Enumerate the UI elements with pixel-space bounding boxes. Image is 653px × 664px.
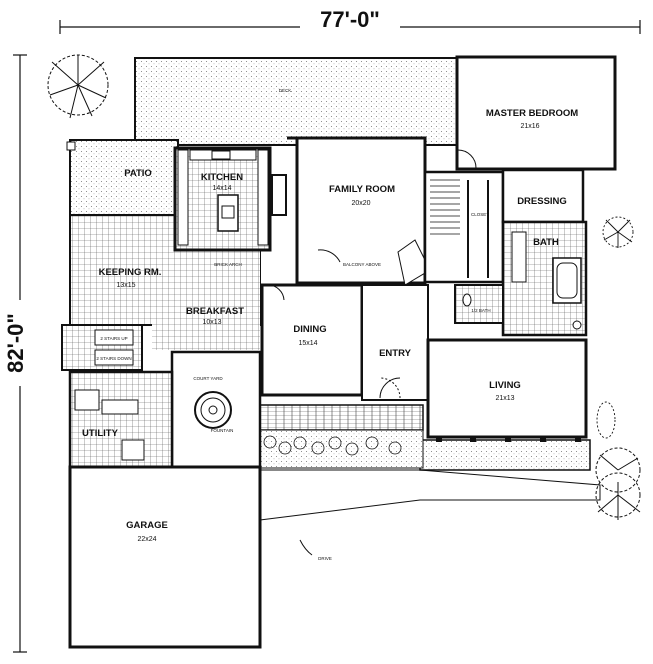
keeping-room-label: KEEPING RM.: [99, 267, 162, 278]
patio-label: PATIO: [124, 168, 152, 179]
dining-room: [260, 283, 364, 397]
court-yard: [170, 350, 262, 469]
stairs-up-label: 2 STAIRS UP: [100, 336, 127, 341]
garage-size: 22x24: [137, 536, 156, 543]
living-size: 21x13: [495, 395, 514, 402]
breakfast-area: [152, 250, 260, 350]
kitchen-island: [217, 194, 239, 232]
drive-label: DRIVE: [318, 556, 332, 561]
patio-area: [69, 139, 179, 219]
utility-label: UTILITY: [82, 428, 119, 439]
shrub-icon: [263, 435, 402, 456]
entry-label: ENTRY: [379, 348, 412, 359]
shrub-icon: [596, 401, 616, 439]
entry-hall: [361, 284, 429, 401]
tree-icon: [47, 54, 109, 119]
deck-label: DECK: [279, 88, 292, 93]
fountain-label: FOUNTAIN: [211, 428, 234, 433]
living-room: [426, 338, 588, 439]
master-bedroom-label: MASTER BEDROOM: [486, 108, 578, 119]
half-bath: [454, 284, 504, 324]
dressing-label: DRESSING: [517, 196, 567, 207]
bath-label: BATH: [533, 237, 559, 248]
driveway: [259, 469, 601, 521]
half-bath-label: 1/2 BATH: [471, 308, 490, 313]
deck-area: [134, 57, 458, 146]
kitchen-size: 14x14: [212, 185, 231, 192]
breakfast-size: 10x13: [202, 319, 221, 326]
depth-dimension: 82'-0": [3, 313, 28, 373]
breakfast-label: BREAKFAST: [186, 306, 244, 317]
dressing-room: [501, 168, 585, 224]
garage: [68, 465, 262, 649]
family-room-label: FAMILY ROOM: [329, 184, 395, 195]
brick-arch-label: BRICK ARCH: [214, 262, 242, 267]
fountain-icon: [194, 391, 232, 429]
dining-label: DINING: [293, 324, 326, 335]
shrub-icon: [602, 216, 634, 248]
keeping-room-size: 13x15: [116, 282, 135, 289]
stair-treads: [430, 179, 460, 235]
garage-label: GARAGE: [126, 520, 168, 531]
tree-icon: [595, 447, 641, 520]
closet-label: CLOSET: [471, 212, 489, 217]
width-dimension: 77'-0": [320, 7, 380, 32]
kitchen-label: KITCHEN: [201, 172, 243, 183]
dining-size: 15x14: [298, 340, 317, 347]
stairs-down-label: 2 STAIRS DOWN: [96, 356, 131, 361]
living-label: LIVING: [489, 380, 521, 391]
balcony-above-label: BALCONY ABOVE: [343, 262, 381, 267]
utility-room: [68, 370, 174, 469]
fireplace-icon: [271, 174, 287, 216]
family-room-size: 20x20: [351, 200, 370, 207]
closet: [423, 170, 505, 284]
court-yard-label: COURT YARD: [193, 376, 223, 381]
master-bedroom-size: 21x16: [520, 123, 539, 130]
